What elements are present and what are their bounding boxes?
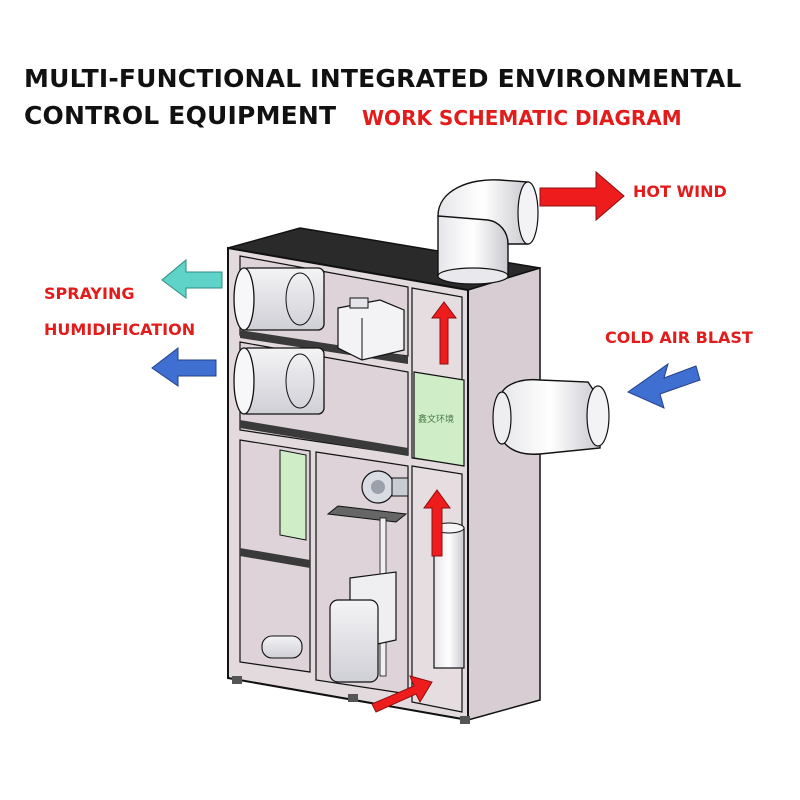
spraying-label: SPRAYING xyxy=(44,284,135,303)
title-line-1: MULTI-FUNCTIONAL INTEGRATED ENVIRONMENTA… xyxy=(24,64,742,93)
intake-arrow xyxy=(371,675,433,713)
fan-drum-lower xyxy=(233,347,325,415)
green-side-panel xyxy=(279,449,307,541)
shelf-3 xyxy=(240,548,310,568)
cabinet-side xyxy=(467,266,541,721)
air-flow-arrow-upper xyxy=(431,301,457,365)
unit-panel-text: 鑫文环境 xyxy=(418,413,454,425)
spraying-arrow xyxy=(161,258,223,299)
cabinet-foot xyxy=(348,694,358,702)
diagram-subtitle: WORK SCHEMATIC DIAGRAM xyxy=(362,106,682,130)
air-flow-arrow-lower xyxy=(423,489,451,557)
hot-wind-duct xyxy=(437,179,539,285)
humidification-arrow xyxy=(151,346,217,387)
hot-wind-label: HOT WIND xyxy=(633,182,727,201)
shelf-2 xyxy=(240,420,408,456)
pump-motor xyxy=(326,470,409,523)
hot-wind-arrow xyxy=(539,170,625,222)
title-line-2: CONTROL EQUIPMENT xyxy=(24,101,337,130)
fan-drum-upper xyxy=(233,267,325,331)
cold-air-blast-label: COLD AIR BLAST xyxy=(605,328,753,347)
cold-air-arrow xyxy=(626,362,701,409)
humidification-label: HUMIDIFICATION xyxy=(44,320,196,339)
cabinet-foot xyxy=(232,676,242,684)
compressor xyxy=(261,635,303,659)
cold-air-duct xyxy=(492,378,610,455)
cabinet-foot xyxy=(460,716,470,724)
humidifier-box xyxy=(337,297,405,361)
heat-exchanger-panel: 鑫文环境 xyxy=(413,371,465,467)
boiler-unit xyxy=(329,571,397,683)
